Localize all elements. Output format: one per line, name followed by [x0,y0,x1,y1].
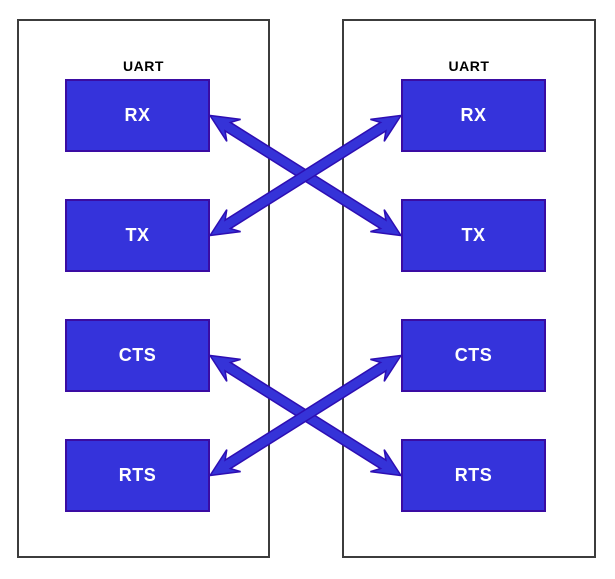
port-rts-right: RTS [401,439,546,512]
port-rx-right: RX [401,79,546,152]
uart-panel-left: UART [17,19,270,558]
panel-title: UART [123,58,164,74]
port-cts-left: CTS [65,319,210,392]
uart-panel-right: UART [342,19,596,558]
port-cts-right: CTS [401,319,546,392]
port-rts-left: RTS [65,439,210,512]
port-tx-right: TX [401,199,546,272]
panel-title: UART [448,58,490,74]
port-tx-left: TX [65,199,210,272]
port-rx-left: RX [65,79,210,152]
